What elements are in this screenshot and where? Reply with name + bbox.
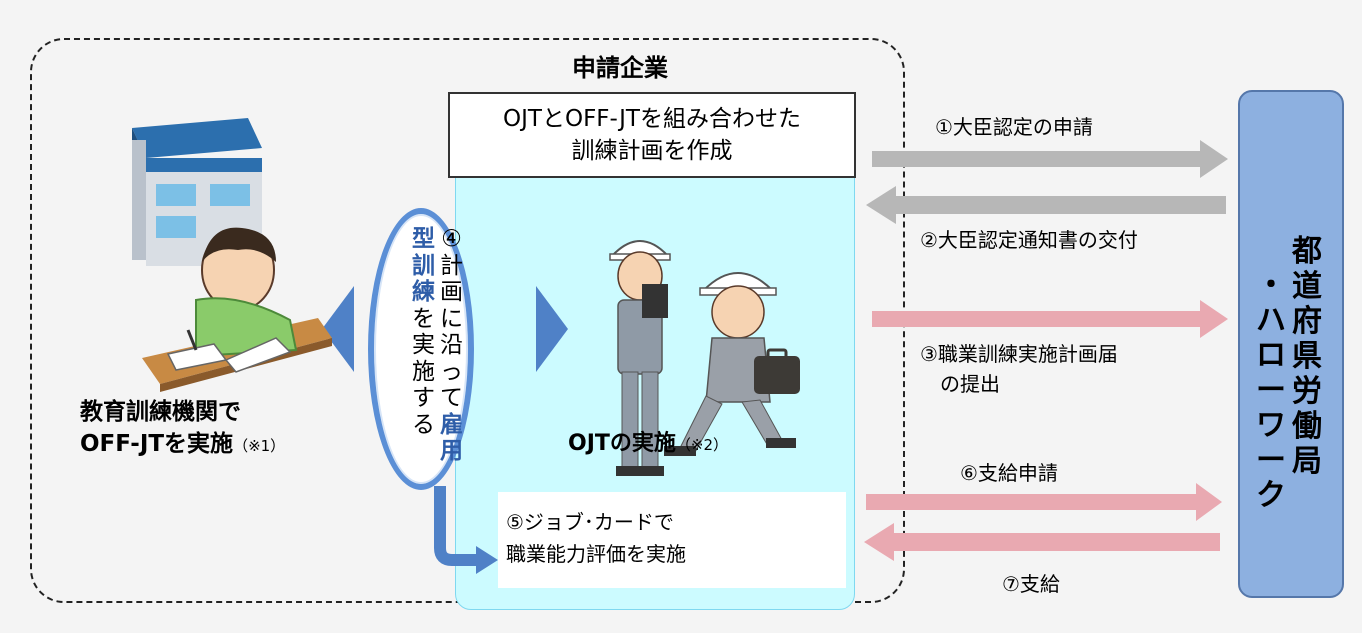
hello-work-char: ワ [1256, 408, 1286, 443]
step3-label-line2: の提出 [940, 372, 1000, 396]
hello-work-column-left: ・ ハ ロ ー ワ ー ク [1256, 268, 1286, 513]
hello-work-char: 道 [1292, 269, 1322, 304]
student-illustration [142, 227, 332, 392]
step2-label: ②大臣認定通知書の交付 [920, 228, 1138, 252]
oval-char: 沿 [440, 332, 463, 358]
offjt-note: （※1） [233, 437, 286, 455]
ojt-label-text: OJTの実施 [568, 431, 676, 456]
evaluation-line2: 職業能力評価を実施 [506, 542, 686, 566]
ojt-note: （※2） [675, 436, 729, 454]
offjt-label: 教育訓練機関で OFF-JTを実施（※1） [80, 396, 400, 462]
oval-char: ④ [441, 226, 462, 252]
hello-work-box: 都 道 府 県 労 働 局 ・ ハ ロ ー ワ ー ク [1238, 90, 1344, 598]
oval-char: て [440, 385, 463, 411]
hello-work-char: ・ [1256, 268, 1286, 303]
hello-work-column-right: 都 道 府 県 労 働 局 [1292, 234, 1322, 479]
hello-work-char: ロ [1256, 338, 1286, 373]
evaluation-text: ⑤ジョブ･カードで 職業能力評価を実施 [506, 506, 746, 570]
training-plan-box: OJTとOFF-JTを組み合わせた 訓練計画を作成 [448, 92, 856, 178]
hello-work-char: ー [1256, 373, 1286, 408]
oval-char: 練 [412, 279, 435, 305]
hello-work-char: 労 [1292, 374, 1322, 409]
hello-work-char: 府 [1292, 304, 1322, 339]
oval-char: 画 [440, 279, 463, 305]
oval-char: を [412, 305, 435, 332]
oval-char: 計 [440, 252, 463, 279]
oval-char: 実 [412, 332, 435, 358]
oval-column-right: ④ 計 画 に 沿 っ て 雇 用 [440, 226, 463, 465]
step6-label: ⑥支給申請 [960, 461, 1058, 485]
oval-char: 用 [440, 438, 463, 464]
offjt-line2: OFF-JTを実施 [80, 431, 234, 457]
hello-work-char: 都 [1292, 234, 1322, 269]
step1-label: ①大臣認定の申請 [935, 115, 1093, 139]
bent-arrow-head [476, 546, 498, 574]
right-triangle-arrow [536, 286, 568, 372]
step6-arrow [866, 483, 1222, 521]
hello-work-char: ハ [1256, 303, 1286, 338]
oval-char: っ [440, 358, 463, 385]
company-title: 申請企業 [572, 54, 668, 82]
step7-label: ⑦支給 [1002, 572, 1060, 596]
oval-char: 雇 [440, 411, 463, 438]
offjt-line2-wrap: OFF-JTを実施（※1） [80, 428, 400, 462]
evaluation-box [498, 492, 846, 588]
hello-work-char: 働 [1292, 409, 1322, 444]
evaluation-line1: ⑤ジョブ･カードで [506, 510, 674, 534]
hello-work-char: ク [1256, 478, 1286, 513]
training-plan-line2: 訓練計画を作成 [571, 138, 733, 164]
construction-workers-illustration [609, 240, 800, 476]
oval-char: 訓 [412, 252, 435, 279]
step3-label-line1: ③職業訓練実施計画届 [920, 342, 1118, 366]
hello-work-char: 県 [1292, 339, 1322, 374]
step7-arrow [864, 523, 1220, 561]
ojt-label: OJTの実施（※2） [568, 425, 728, 457]
hello-work-char: 局 [1292, 444, 1322, 479]
left-triangle-arrow [322, 286, 354, 372]
step2-arrow [866, 186, 1226, 224]
oval-char: る [412, 411, 435, 438]
training-oval [368, 208, 474, 490]
training-plan-line1: OJTとOFF-JTを組み合わせた [503, 106, 801, 132]
hello-work-char: ー [1256, 443, 1286, 478]
oval-column-left: 型 訓 練 を 実 施 す る [412, 226, 435, 438]
oval-char: 型 [412, 226, 435, 252]
oval-char: す [412, 385, 435, 411]
bent-arrow [434, 486, 478, 566]
oval-char: に [440, 305, 463, 332]
oval-char: 施 [412, 358, 435, 385]
step3-arrow [872, 300, 1228, 338]
step1-arrow [872, 140, 1228, 178]
offjt-line1: 教育訓練機関で [80, 399, 241, 425]
